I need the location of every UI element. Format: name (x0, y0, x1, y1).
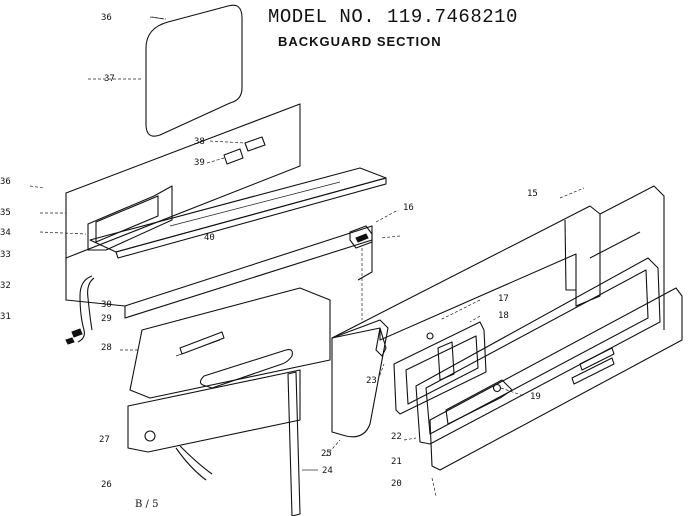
part-label-29: 29 (101, 314, 112, 324)
part-label-18: 18 (498, 311, 509, 321)
switch-part-16 (349, 209, 399, 320)
part-label-38: 38 (194, 137, 205, 147)
part-label-23: 23 (366, 376, 377, 386)
panel-part-22 (393, 321, 487, 415)
leader-lines (29, 16, 481, 457)
control-panel-body-part-28 (120, 287, 331, 399)
section-title: BACKGUARD SECTION (278, 34, 442, 49)
front-glass-part-21 (415, 257, 661, 445)
part-label-25: 25 (321, 449, 332, 459)
part-label-21: 21 (391, 457, 402, 467)
part-label-31: 31 (0, 312, 11, 322)
part-label-26: 26 (101, 480, 112, 490)
part-label-37: 37 (104, 74, 115, 84)
lower-rear-plate (65, 225, 373, 319)
end-cap-part-25 (331, 319, 389, 438)
part-label-33: 33 (0, 250, 11, 260)
part-label-34: 34 (0, 228, 11, 238)
part-label-19: 19 (530, 392, 541, 402)
brackets-parts-38-39 (206, 136, 266, 165)
part-label-35: 35 (0, 208, 11, 218)
part-label-36-top: 36 (101, 13, 112, 23)
page-number: B / 5 (135, 499, 159, 510)
model-number-title: MODEL NO. 119.7468210 (268, 6, 518, 28)
vertical-strip-part-24 (287, 371, 318, 516)
part-label-24: 24 (322, 466, 333, 476)
part-label-15: 15 (527, 189, 538, 199)
part-label-30: 30 (101, 300, 112, 310)
part-label-39: 39 (194, 158, 205, 168)
outer-frame-part-20 (429, 185, 683, 497)
part-label-17: 17 (498, 294, 509, 304)
wire-harness-parts-31-32 (65, 275, 95, 345)
part-label-20: 20 (391, 479, 402, 489)
part-label-16: 16 (403, 203, 414, 213)
long-channel-part-40 (89, 167, 387, 259)
top-panel-part-37 (88, 4, 243, 137)
part-label-36-side: 36 (0, 177, 11, 187)
backguard-front-panel-part-15 (331, 187, 601, 341)
part-label-22: 22 (391, 432, 402, 442)
rear-back-sheet (65, 103, 301, 259)
part-label-27: 27 (99, 435, 110, 445)
part-label-40: 40 (204, 233, 215, 243)
bottom-trim-part-27 (127, 369, 301, 481)
part-label-28: 28 (101, 343, 112, 353)
side-bracket-part-34 (87, 185, 173, 251)
part-label-32: 32 (0, 281, 11, 291)
